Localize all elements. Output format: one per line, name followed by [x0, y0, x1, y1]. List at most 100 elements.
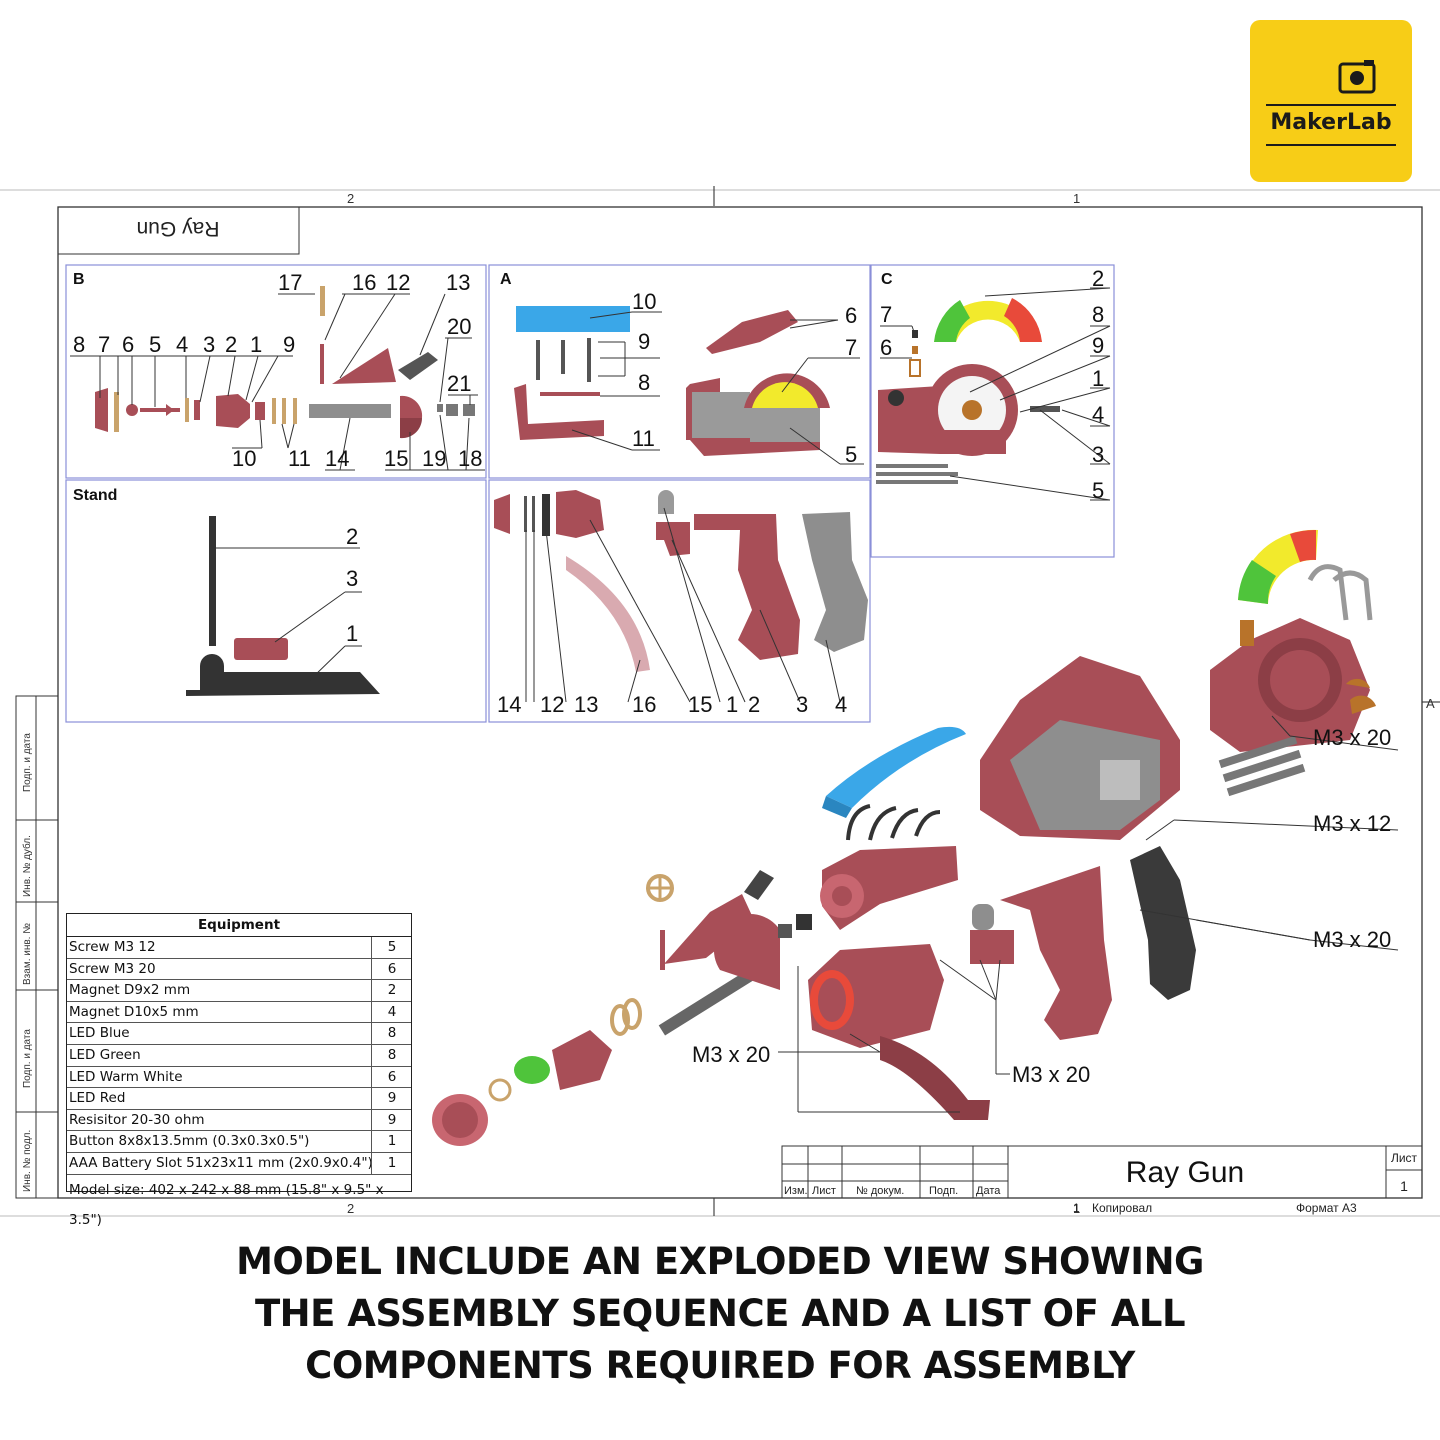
equipment-title: Equipment — [67, 914, 411, 937]
c-callout-4: 4 — [1092, 402, 1104, 427]
a-callout-13: 13 — [574, 692, 598, 717]
equipment-name: LED Warm White — [69, 1068, 183, 1085]
stand-callout-3: 3 — [346, 566, 358, 591]
tb-sheet-no: 1 — [1400, 1178, 1408, 1194]
section-b-label: B — [73, 271, 85, 288]
a-callout-9: 9 — [638, 329, 650, 354]
a-callout-10: 10 — [632, 289, 656, 314]
a-callout-1: 1 — [726, 692, 738, 717]
tb-col-doc: № докум. — [856, 1185, 904, 1197]
equipment-name: AAA Battery Slot 51x23x11 mm (2x0.9x0.4"… — [69, 1154, 373, 1171]
b-callout-5: 5 — [149, 332, 161, 357]
b-callout-16: 16 — [352, 270, 376, 295]
top-mark-1: 1 — [1073, 191, 1080, 206]
exploded-callout-5: M3 x 20 — [1012, 1062, 1090, 1087]
equipment-qty: 8 — [371, 1044, 412, 1066]
a-callout-11: 11 — [632, 426, 655, 451]
b-callout-3: 3 — [203, 332, 215, 357]
c-callout-5: 5 — [1092, 478, 1104, 503]
a-callout-16: 16 — [632, 692, 656, 717]
tb-col-data: Дата — [976, 1185, 1001, 1197]
section-b-parts — [95, 286, 475, 439]
b-callout-2: 2 — [225, 332, 237, 357]
equipment-qty: 4 — [371, 1001, 412, 1023]
b-callout-14: 14 — [325, 446, 349, 471]
table-row: Button 8x8x13.5mm (0.3x0.3x0.5") 1 — [67, 1131, 411, 1153]
side-label-4: Подп. и дата — [22, 1029, 33, 1088]
b-callout-6: 6 — [122, 332, 134, 357]
makerlab-logo: MakerLab — [1250, 20, 1412, 182]
a-callout-7: 7 — [845, 335, 857, 360]
c-callout-3: 3 — [1092, 442, 1104, 467]
c-callout-1: 1 — [1092, 366, 1104, 391]
b-callout-8: 8 — [73, 332, 85, 357]
model-size: Model size: 402 x 242 x 88 mm (15.8" x 9… — [69, 1181, 384, 1228]
logo-brand: MakerLab — [1270, 110, 1392, 135]
caption-line-2: THE ASSEMBLY SEQUENCE AND A LIST OF ALL — [254, 1292, 1186, 1335]
equipment-qty: 8 — [371, 1023, 412, 1044]
equipment-name: Screw M3 12 — [69, 939, 156, 955]
section-c-label: C — [881, 271, 893, 288]
side-label-3: Взам. инв. № — [22, 923, 33, 985]
c-callout-7: 7 — [880, 302, 892, 327]
table-row: LED Green 8 — [67, 1044, 412, 1067]
a-callout-4: 4 — [835, 692, 847, 717]
b-callout-15: 15 — [384, 446, 408, 471]
a-callout-14: 14 — [497, 692, 521, 717]
exploded-callout-1: M3 x 20 — [1313, 725, 1391, 750]
side-label-1: Подп. и дата — [22, 733, 33, 792]
table-row: LED Red 9 — [67, 1088, 411, 1110]
b-callout-20: 20 — [447, 314, 471, 339]
equipment-qty: 9 — [371, 1088, 412, 1109]
b-callout-4: 4 — [176, 332, 188, 357]
tb-sheet-label: Лист — [1391, 1151, 1418, 1165]
right-mark-a: A — [1426, 696, 1435, 711]
model-size-row: Model size: 402 x 242 x 88 mm (15.8" x 9… — [67, 1175, 411, 1228]
tb-copied-mark: 1 — [1073, 1201, 1080, 1215]
b-callout-17: 17 — [278, 270, 302, 295]
side-label-5: Инв. № подл. — [22, 1130, 33, 1192]
a-callout-6: 6 — [845, 303, 857, 328]
equipment-qty: 1 — [371, 1131, 412, 1152]
stand-callout-1: 1 — [346, 621, 358, 646]
b-callout-1: 1 — [250, 332, 262, 357]
a-callout-5: 5 — [845, 442, 857, 467]
equipment-qty: 1 — [371, 1152, 412, 1174]
b-callout-21: 21 — [447, 371, 471, 396]
tb-format: Формат А3 — [1296, 1201, 1357, 1215]
c-callout-8: 8 — [1092, 302, 1104, 327]
b-callout-18: 18 — [458, 446, 482, 471]
exploded-callout-3: M3 x 20 — [1313, 927, 1391, 952]
table-row: LED Warm White 6 — [67, 1066, 412, 1089]
equipment-name: LED Green — [69, 1046, 141, 1063]
equipment-name: Button 8x8x13.5mm (0.3x0.3x0.5") — [69, 1133, 310, 1150]
equipment-name: LED Red — [69, 1090, 126, 1107]
table-row: AAA Battery Slot 51x23x11 mm (2x0.9x0.4"… — [67, 1152, 412, 1175]
section-stand-label: Stand — [73, 487, 117, 504]
b-callout-7: 7 — [98, 332, 110, 357]
caption-line-1: MODEL INCLUDE AN EXPLODED VIEW SHOWING — [236, 1240, 1204, 1283]
equipment-qty: 6 — [371, 1066, 412, 1088]
section-a-label: A — [500, 271, 512, 288]
caption: MODEL INCLUDE AN EXPLODED VIEW SHOWING T… — [0, 1236, 1440, 1392]
equipment-qty: 2 — [371, 980, 412, 1001]
a-callout-2: 2 — [748, 692, 760, 717]
a-callout-12: 12 — [540, 692, 564, 717]
section-c-parts — [876, 298, 1060, 484]
top-mark-2: 2 — [347, 191, 354, 206]
equipment-name: Screw M3 20 — [69, 960, 156, 977]
a-callout-8: 8 — [638, 370, 650, 395]
section-a-bottom-parts — [494, 490, 868, 672]
b-callout-13: 13 — [446, 270, 470, 295]
tb-col-izm: Изм. — [784, 1185, 808, 1197]
a-callout-3: 3 — [796, 692, 808, 717]
tb-copied: Копировал — [1092, 1201, 1152, 1215]
section-a-top-parts — [514, 306, 830, 456]
